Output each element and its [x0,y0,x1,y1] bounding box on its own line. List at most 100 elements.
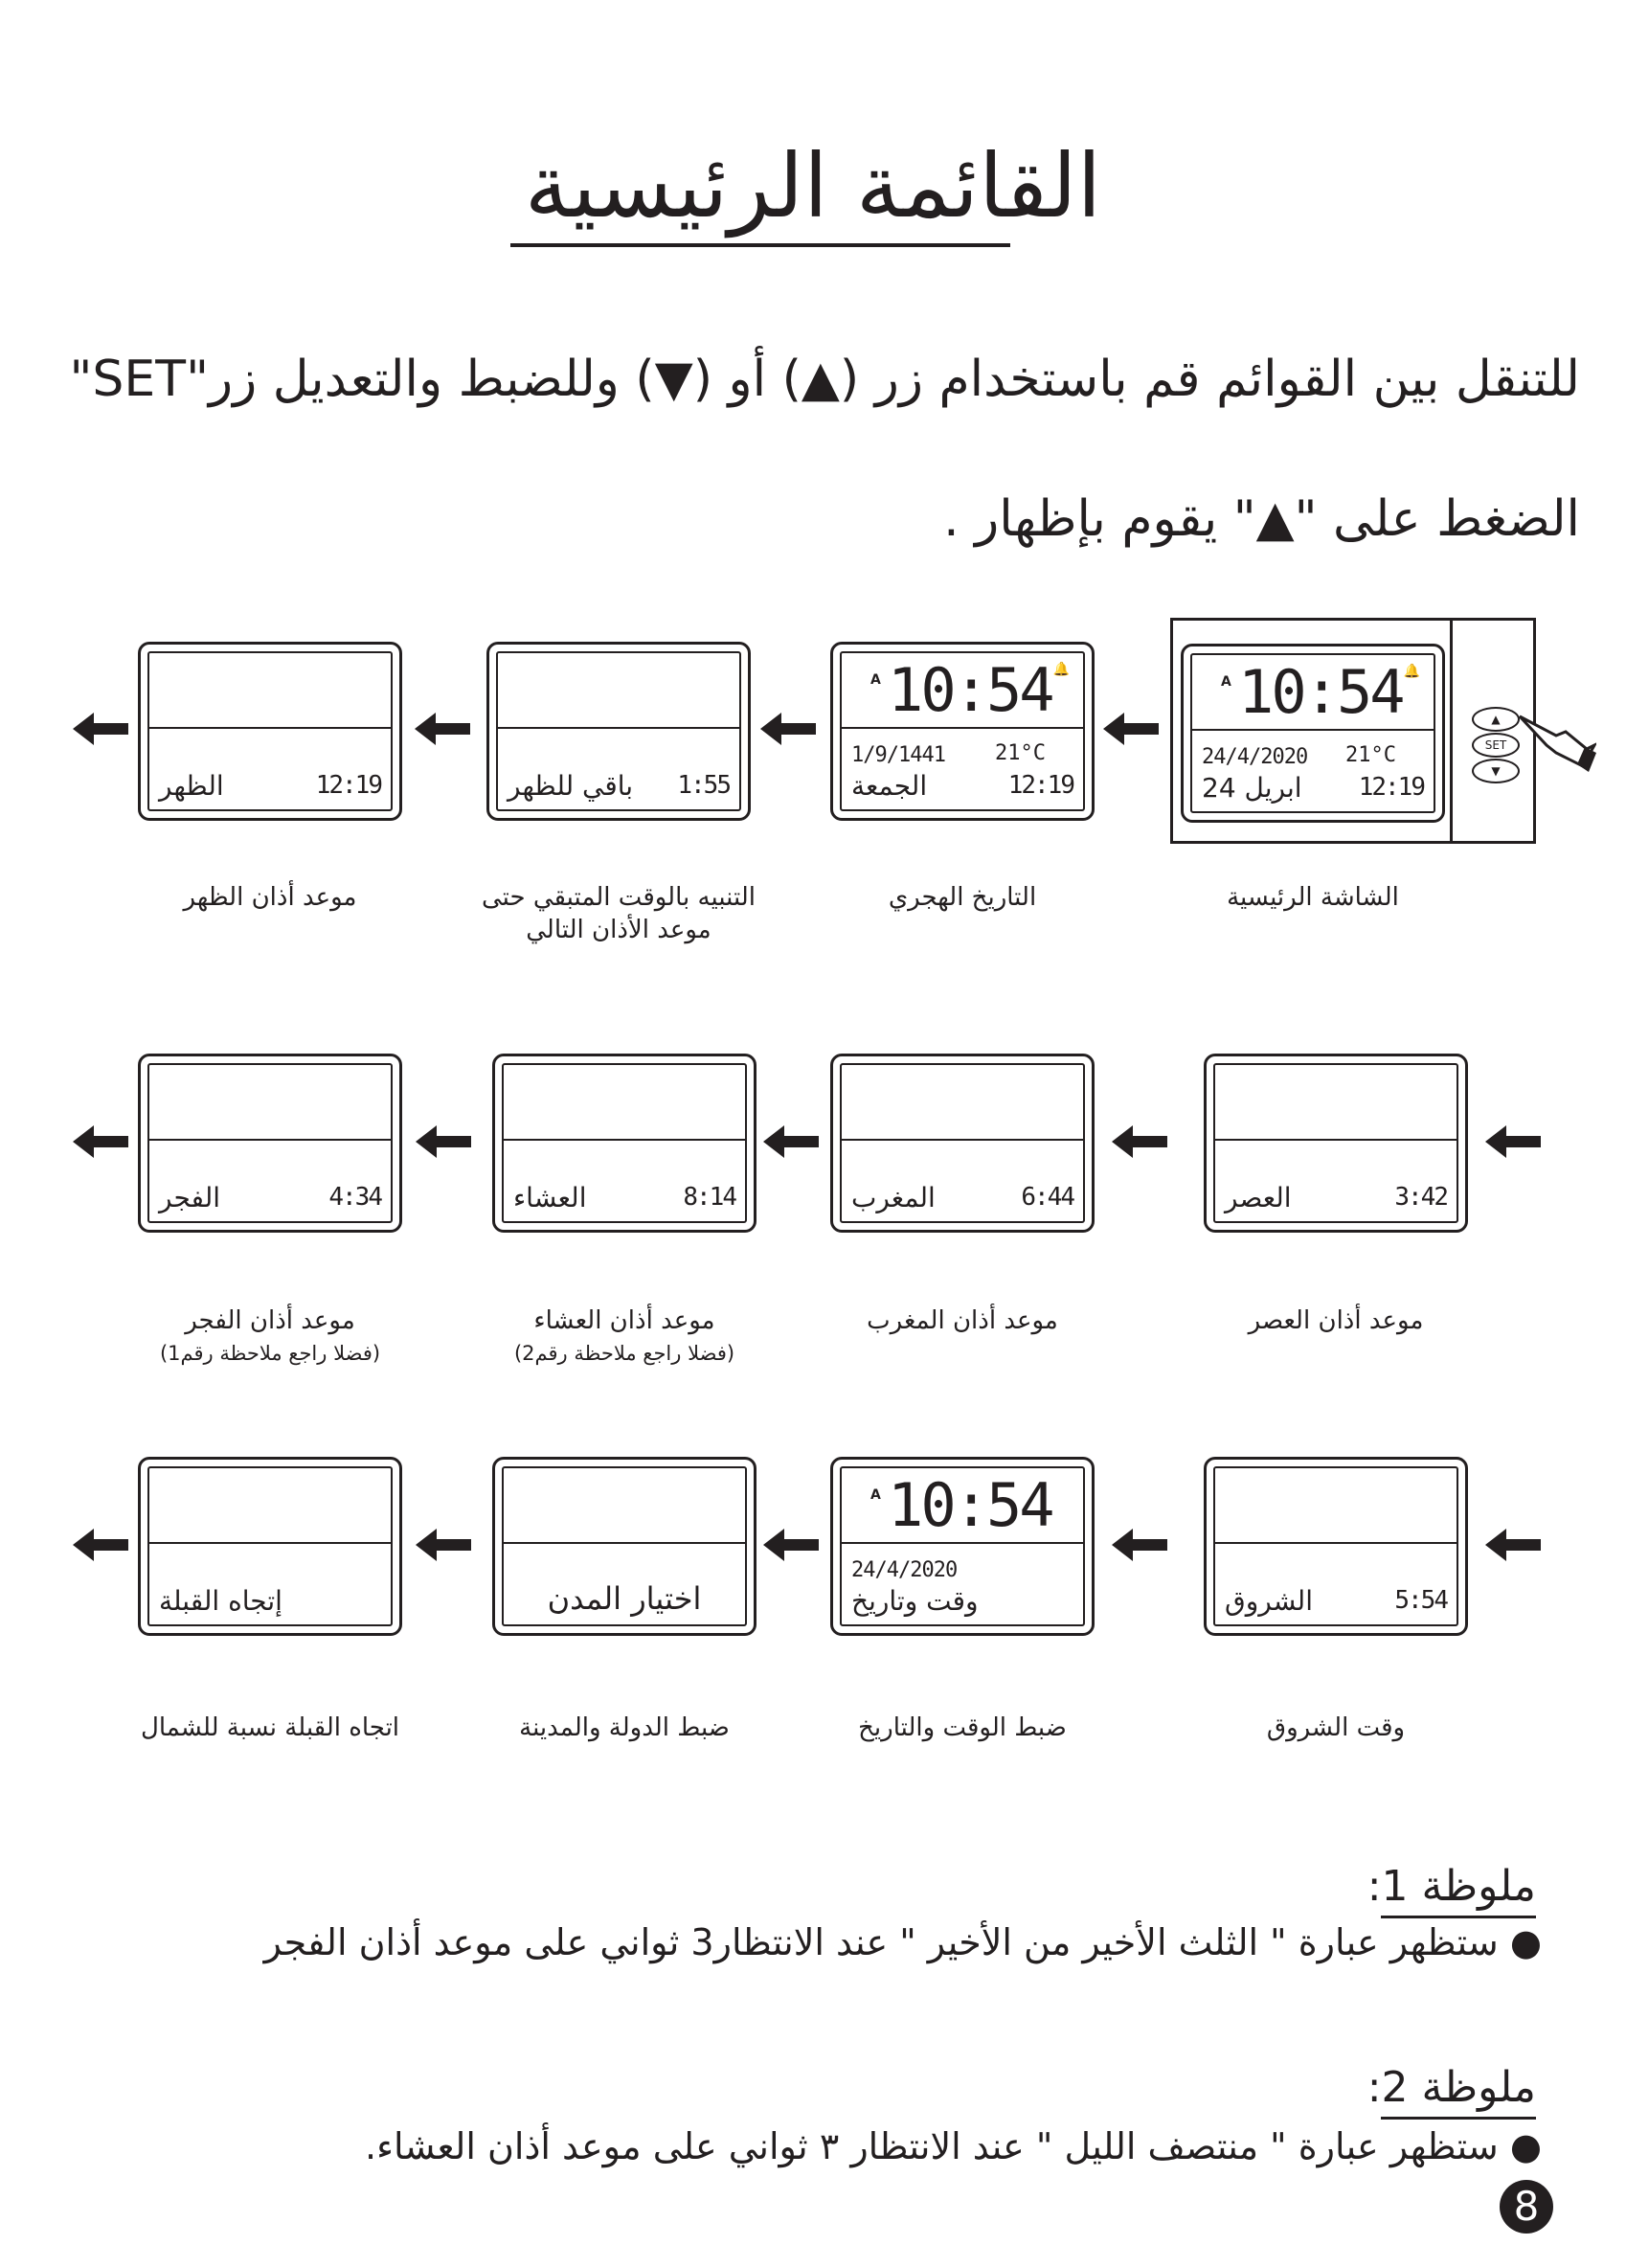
lcd-label: الفجر [159,1182,220,1213]
pointing-hand-icon [1518,714,1596,772]
arrow-left-icon [416,1125,471,1158]
lcd-divider [149,1138,391,1141]
page-number: 8 [1500,2180,1553,2234]
caption-remaining-time: التنبيه بالوقت المتبقي حتى موعد الأذان ال… [446,881,791,946]
clock-time: 10:54 [888,655,1055,725]
lcd-dhuhr: الظهر 12:19 [138,642,402,821]
lcd-label: وقت وتاريخ [851,1585,979,1617]
caption-line: موعد أذان العشاء [533,1306,715,1335]
arrow-left-icon [1485,1529,1541,1561]
date-readout: 24/4/2020 [851,1558,958,1582]
intro-line-1: للتنقل بين القوائم قم باستخدام زر (▲) أو… [69,351,1581,408]
caption-line: الشاشة الرئيسية [1227,883,1399,912]
lcd-label: ابريل 24 [1202,772,1302,804]
caption-line: (فضلا راجع ملاحظة رقم2) [513,1342,735,1365]
note-2-title: ملوظة 2: [1366,2063,1536,2112]
lcd-label: الظهر [159,770,224,802]
down-button[interactable]: ▼ [1472,759,1520,783]
lcd-label: الشروق [1225,1585,1313,1617]
lcd-divider [149,1541,391,1544]
caption-line: (فضلا راجع ملاحظة رقم1) [159,1342,381,1365]
lcd-divider [1215,1138,1457,1141]
lcd-divider [149,726,391,729]
arrow-left-icon [763,1529,819,1561]
caption-dhuhr: موعد أذان الظهر [98,881,442,914]
title-underline [510,243,1010,247]
lcd-set-time-date: A 10:54 24/4/2020 وقت وتاريخ [830,1457,1095,1636]
am-indicator: A [1221,674,1231,690]
caption-sunrise: وقت الشروق [1163,1712,1508,1744]
lcd-city-select: اختيار المدن [492,1457,757,1636]
lcd-divider [1215,1541,1457,1544]
lcd-qibla: إتجاه القبلة [138,1457,402,1636]
caption-fajr: موعد أذان الفجر(فضلا راجع ملاحظة رقم1) [98,1304,442,1370]
lcd-divider [504,1138,745,1141]
prayer-time: 3:42 [1394,1183,1449,1212]
prayer-time: 12:19 [1358,773,1426,802]
caption-line: اتجاه القبلة نسبة للشمال [140,1713,400,1742]
caption-asr: موعد أذان العصر [1163,1304,1508,1337]
lcd-divider [498,726,739,729]
note-1-underline [1381,1916,1536,1918]
lcd-label: إتجاه القبلة [159,1585,282,1617]
arrow-left-icon [415,713,470,745]
clock-time: 10:54 [1238,657,1406,727]
lcd-inner: العشاء 8:14 [502,1063,747,1223]
lcd-divider [842,1138,1083,1141]
lcd-inner: A 10:54 24/4/2020 وقت وتاريخ [840,1466,1085,1626]
arrow-left-icon [1112,1529,1167,1561]
page-title: القائمة الرئيسية [524,135,1102,238]
lcd-label: الجمعة [851,770,928,802]
caption-isha: موعد أذان العشاء (فضلا راجع ملاحظة رقم2) [452,1304,797,1370]
alarm-bell-icon: 🔔 [1403,664,1420,679]
caption-line: موعد الأذان التالي [526,916,711,944]
note-2-underline [1381,2117,1536,2120]
prayer-time: 8:14 [683,1183,737,1212]
date-readout: 24/4/2020 [1202,745,1308,769]
arrow-left-icon [760,713,816,745]
lcd-divider [504,1541,745,1544]
lcd-inner: اختيار المدن [502,1466,747,1626]
arrow-left-icon [73,1125,128,1158]
caption-line: التنبيه بالوقت المتبقي حتى [481,883,756,912]
caption-line: ضبط الدولة والمدينة [519,1713,730,1742]
lcd-divider [1192,728,1434,731]
lcd-inner: العصر 3:42 [1213,1063,1458,1223]
lcd-asr: العصر 3:42 [1204,1054,1468,1233]
date-readout: 1/9/1441 [851,743,946,767]
arrow-left-icon [763,1125,819,1158]
lcd-label: باقي للظهر [508,770,634,802]
device-divider [1450,618,1453,844]
lcd-divider [842,1541,1083,1544]
clock-time: 10:54 [888,1470,1055,1540]
caption-qibla: اتجاه القبلة نسبة للشمال [98,1712,442,1744]
lcd-inner: الظهر 12:19 [147,651,393,811]
up-button[interactable]: ▲ [1472,707,1520,732]
caption-line: التاريخ الهجري [888,883,1037,912]
caption-line: موعد أذان العصر [1248,1306,1424,1335]
alarm-bell-icon: 🔔 [1052,662,1070,677]
set-button[interactable]: SET [1472,733,1520,758]
lcd-label: العشاء [513,1182,587,1213]
caption-line: موعد أذان الظهر [183,883,357,912]
arrow-left-icon [73,1529,128,1561]
intro-line-2: الضغط على "▲" يقوم بإظهار . [943,490,1580,548]
note-2-text: ● ستظهر عبارة " منتصف الليل " عند الانتظ… [365,2125,1542,2167]
prayer-time: 12:19 [315,771,383,800]
am-indicator: A [870,1487,881,1503]
lcd-label: العصر [1225,1182,1292,1213]
temperature-readout: 21°C [995,741,1046,765]
lcd-inner: إتجاه القبلة [147,1466,393,1626]
note-1-text: ● ستظهر عبارة " الثلث الأخير من الأخير "… [263,1921,1542,1963]
lcd-label: اختيار المدن [547,1580,702,1617]
caption-line: وقت الشروق [1266,1713,1406,1742]
